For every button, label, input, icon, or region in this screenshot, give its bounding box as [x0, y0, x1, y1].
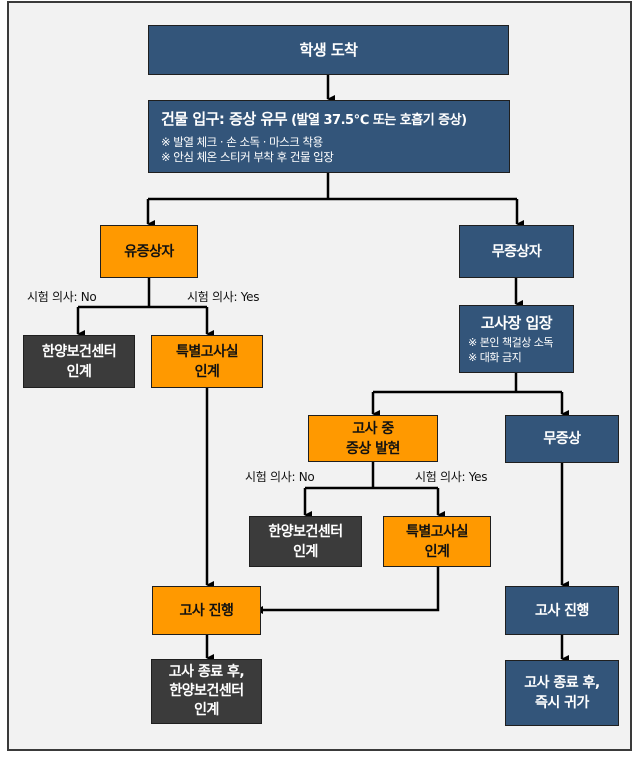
- node-no-symptom-title: 무증상: [543, 431, 581, 447]
- node-health-center-2-line-1: 한양보건센터: [268, 523, 343, 540]
- edge-entry-split: [373, 372, 562, 394]
- node-health-center-1-line-1: 한양보건센터: [41, 343, 117, 360]
- node-health-center-1-line-2: 인계: [66, 363, 92, 380]
- node-exam-proceed-left: 고사 진행: [152, 586, 261, 635]
- node-health-center-2-line-2: 인계: [293, 543, 318, 560]
- node-symptom-during-exam-line-1: 고사 중: [352, 420, 394, 437]
- node-entrance-note-1: ※ 발열 체크 · 손 소독 · 마스크 착용: [161, 134, 323, 149]
- node-after-exam-health-center-line-1: 고사 종료 후,: [168, 664, 245, 680]
- node-after-exam-go-home: 고사 종료 후, 즉시 귀가: [505, 660, 619, 726]
- node-symptomatic: 유증상자: [100, 225, 198, 278]
- edge-special2-to-proceed: [255, 566, 440, 614]
- node-exam-room-entry-title: 고사장 입장: [480, 314, 553, 332]
- node-entrance-title-suffix: (발열 37.5℃ 또는 호흡기 증상): [287, 112, 467, 128]
- edge-label-yes-2: 시험 의사: Yes: [415, 470, 488, 484]
- node-special-room-2-line-1: 특별고사실: [406, 523, 468, 540]
- node-exam-proceed-right-title: 고사 진행: [535, 602, 589, 619]
- node-exam-proceed-right: 고사 진행: [505, 586, 619, 635]
- node-exam-room-entry: 고사장 입장 ※ 본인 책걸상 소독 ※ 대화 금지: [459, 305, 574, 373]
- edge-label-yes-1: 시험 의사: Yes: [187, 290, 260, 304]
- node-health-center-1: 한양보건센터 인계: [23, 335, 135, 388]
- node-symptomatic-title: 유증상자: [124, 243, 174, 260]
- node-special-room-1-line-2: 인계: [194, 363, 220, 380]
- node-entrance-title: 건물 입구: 증상 유무: [161, 109, 288, 128]
- node-health-center-2: 한양보건센터 인계: [249, 516, 362, 567]
- edge-entrance-split: [148, 172, 517, 201]
- node-special-room-1: 특별고사실 인계: [151, 335, 263, 388]
- node-exam-room-entry-note-2: ※ 대화 금지: [468, 351, 522, 364]
- node-after-exam-health-center: 고사 종료 후, 한양보건센터 인계: [151, 659, 262, 724]
- edge-label-no-1: 시험 의사: No: [27, 290, 97, 304]
- node-exam-proceed-left-title: 고사 진행: [179, 602, 234, 619]
- node-symptom-during-exam-line-2: 증상 발현: [346, 440, 400, 457]
- node-asymptomatic: 무증상자: [459, 225, 574, 278]
- node-arrival-title: 학생 도착: [299, 41, 358, 59]
- node-after-exam-go-home-line-1: 고사 종료 후,: [524, 675, 600, 691]
- node-special-room-2-line-2: 인계: [424, 543, 450, 560]
- node-special-room-2: 특별고사실 인계: [383, 516, 491, 567]
- node-asymptomatic-title: 무증상자: [491, 243, 542, 260]
- node-after-exam-health-center-line-2: 한양보건센터: [169, 683, 244, 699]
- node-entrance-heading: 건물 입구: 증상 유무 (발열 37.5℃ 또는 호흡기 증상): [161, 109, 467, 131]
- edge-symptomatic-split: [78, 277, 207, 309]
- node-arrival: 학생 도착: [148, 25, 509, 75]
- node-after-exam-go-home-line-2: 즉시 귀가: [535, 695, 589, 711]
- node-exam-room-entry-note-1: ※ 본인 책걸상 소독: [468, 336, 554, 349]
- edge-label-no-2: 시험 의사: No: [245, 470, 315, 484]
- node-special-room-1-line-1: 특별고사실: [176, 343, 238, 360]
- edge-symptom-during-split: [305, 461, 438, 490]
- node-symptom-during-exam: 고사 중 증상 발현: [308, 415, 438, 462]
- node-no-symptom: 무증상: [505, 415, 619, 463]
- node-entrance: 건물 입구: 증상 유무 (발열 37.5℃ 또는 호흡기 증상) ※ 발열 체…: [148, 100, 510, 173]
- node-after-exam-health-center-line-3: 인계: [194, 702, 219, 718]
- node-entrance-note-2: ※ 안심 체온 스티커 부착 후 건물 입장: [161, 149, 334, 164]
